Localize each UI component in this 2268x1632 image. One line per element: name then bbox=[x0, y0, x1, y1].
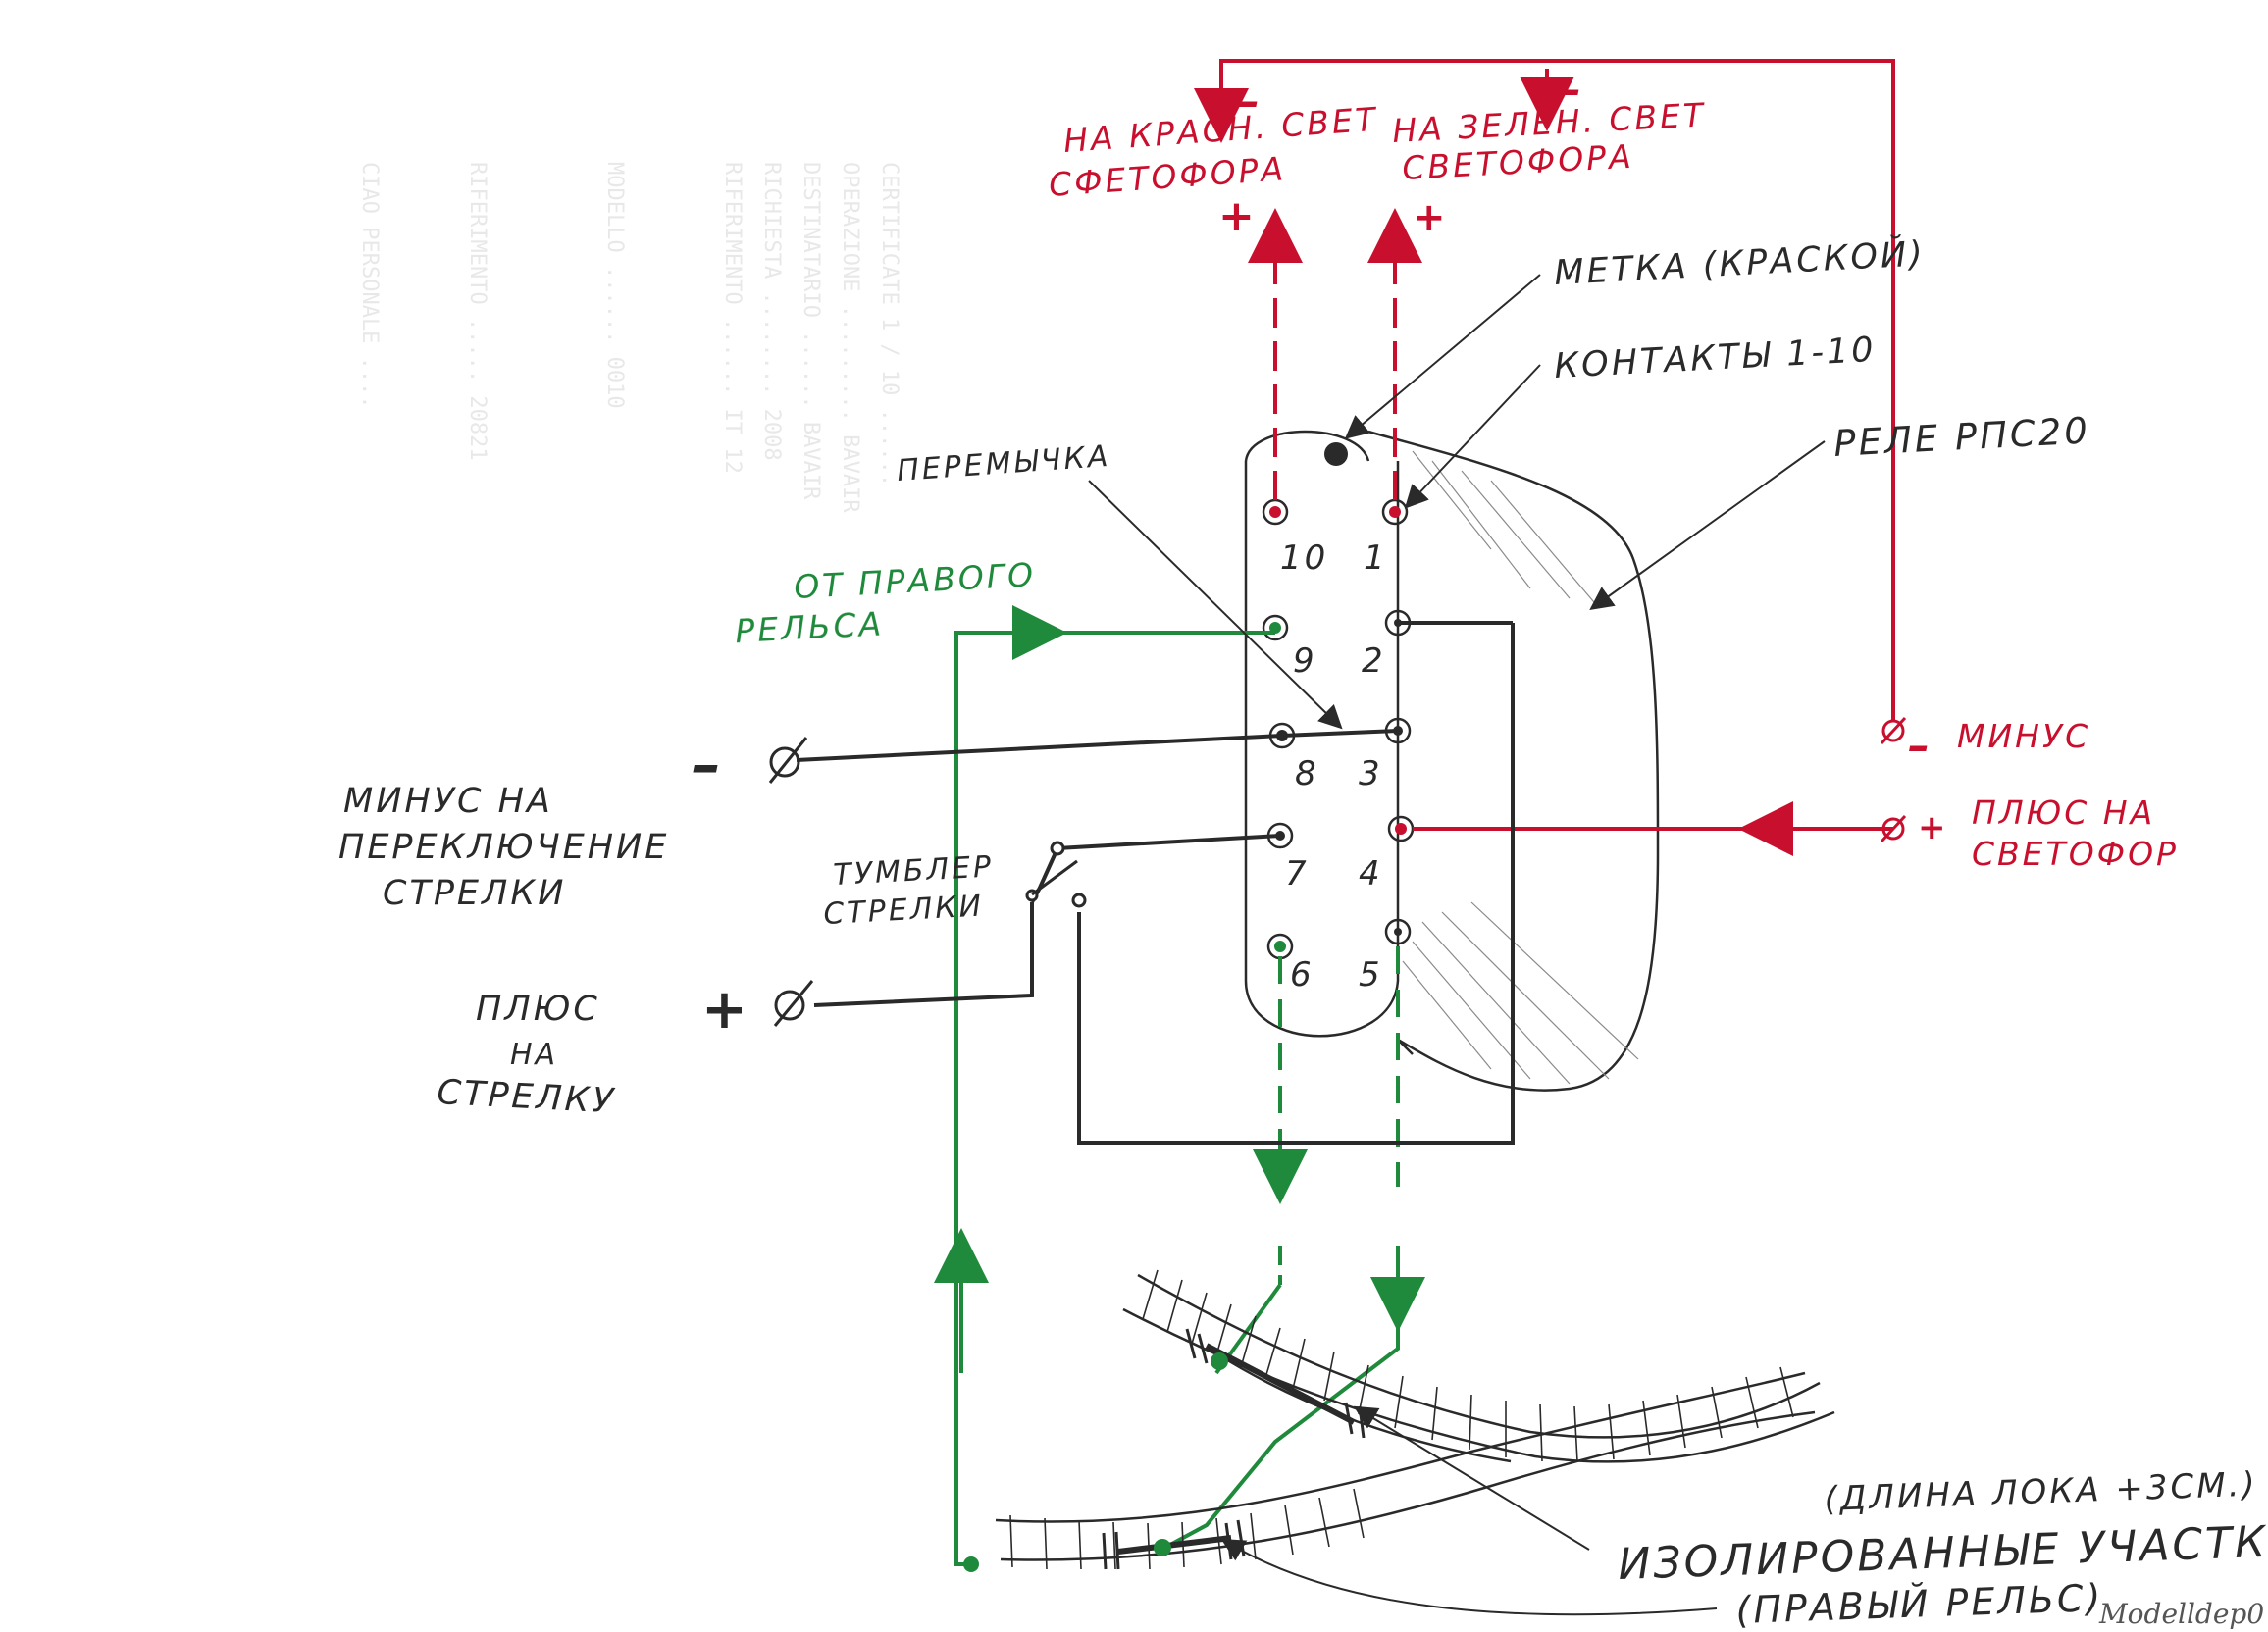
contact-terminals bbox=[1262, 498, 1415, 960]
toggle-label-1: ТУМБЛЕР bbox=[833, 849, 995, 892]
black-wiring bbox=[796, 621, 1515, 1145]
watermark: Modelldep0 bbox=[2098, 1598, 2264, 1630]
from-right-rail-label-1: ОТ ПРАВОГО bbox=[793, 555, 1037, 606]
svg-text:DESTINATARIO ...... BAVAIR: DESTINATARIO ...... BAVAIR bbox=[799, 162, 823, 500]
contact-numbers: 10 1 9 2 8 3 7 4 6 5 bbox=[1280, 538, 1388, 994]
svg-text:RIFERIMENTO ...... IT 12: RIFERIMENTO ...... IT 12 bbox=[720, 162, 745, 474]
red-plus-sign: + bbox=[1218, 191, 1258, 241]
relay-shading bbox=[1402, 450, 1639, 1085]
isolated-label-2: (ПРАВЫЙ РЕЛЬС) bbox=[1735, 1576, 2104, 1632]
red-labels: НА КРАСН. СВЕТ СФЕТОФОРА НА ЗЕЛЕН. СВЕТ … bbox=[1048, 65, 2179, 873]
top-minus-right: – bbox=[1560, 65, 1584, 115]
jumper-link bbox=[1281, 729, 1399, 738]
svg-text:CIAO PERSONALE ....: CIAO PERSONALE .... bbox=[357, 162, 382, 409]
toggle-label-2: СТРЕЛКИ bbox=[823, 889, 985, 932]
red-wiring bbox=[1194, 59, 1895, 856]
contact-number-2: 2 bbox=[1362, 641, 1386, 681]
contact-number-6: 6 bbox=[1290, 955, 1314, 994]
svg-text:OPERAZIONE ......... BAVAIR: OPERAZIONE ......... BAVAIR bbox=[838, 162, 862, 513]
relay-body bbox=[1244, 430, 1660, 1092]
leader-lines bbox=[1220, 274, 1826, 1616]
svg-text:RICHIESTA ........ 2008: RICHIESTA ........ 2008 bbox=[759, 162, 784, 461]
minus-left-sign: – bbox=[692, 731, 724, 799]
jumper-pointer bbox=[1088, 480, 1343, 730]
minus-switch-label-3: СТРЕЛКИ bbox=[383, 874, 566, 913]
plus-right-sign: + bbox=[1918, 808, 1949, 847]
contact-number-7: 7 bbox=[1285, 854, 1310, 893]
green-wiring bbox=[934, 605, 1425, 1566]
svg-text:CERTIFICATE 1 / 10 ......: CERTIFICATE 1 / 10 ...... bbox=[877, 162, 902, 486]
show-through-text: CERTIFICATE 1 / 10 ...... OPERAZIONE ...… bbox=[357, 162, 902, 513]
green-rail-terminal bbox=[963, 1556, 979, 1572]
contact-number-8: 8 bbox=[1295, 754, 1319, 793]
mark-label: МЕТКА (КРАСКОЙ) bbox=[1553, 232, 1927, 293]
plus-switch-label-1: ПЛЮС bbox=[476, 990, 600, 1029]
contact-number-10: 10 bbox=[1280, 538, 1328, 578]
contact-number-1: 1 bbox=[1364, 538, 1388, 578]
contacts-label: КОНТАКТЫ 1-10 bbox=[1553, 331, 1877, 386]
left-terminals bbox=[768, 737, 814, 1027]
paint-mark bbox=[1324, 442, 1348, 466]
relay-label: РЕЛЕ РПС20 bbox=[1832, 409, 2091, 465]
plus-left-sign: + bbox=[701, 978, 750, 1042]
minus-right-label: МИНУС bbox=[1957, 717, 2090, 755]
from-right-rail-label-2: РЕЛЬСА bbox=[734, 604, 885, 650]
minus-switch-label-1: МИНУС НА bbox=[343, 782, 553, 821]
plus-switch-label-3: СТРЕЛКУ bbox=[437, 1073, 617, 1121]
minus-switch-label-2: ПЕРЕКЛЮЧЕНИЕ bbox=[338, 828, 669, 867]
contact-number-4: 4 bbox=[1359, 854, 1383, 893]
contact-number-5: 5 bbox=[1359, 955, 1383, 994]
contact-number-3: 3 bbox=[1359, 754, 1383, 793]
track-feed-points bbox=[1154, 1352, 1228, 1556]
green-labels: ОТ ПРАВОГО РЕЛЬСА bbox=[734, 555, 1037, 650]
plus-signal-label-2: СВЕТОФОР bbox=[1972, 835, 2179, 873]
isolated-length-label: (ДЛИНА ЛОКА +3СМ.) bbox=[1824, 1465, 2258, 1519]
isolated-label-1: ИЗОЛИРОВАННЫЕ УЧАСТКИ bbox=[1618, 1516, 2268, 1590]
red-terminals bbox=[1880, 716, 1907, 843]
plus-switch-label-2: НА bbox=[510, 1038, 558, 1072]
plus-signal-label-1: ПЛЮС НА bbox=[1972, 793, 2155, 832]
top-minus-left: – bbox=[1238, 76, 1263, 127]
svg-text:MODELLO ...... 0010: MODELLO ...... 0010 bbox=[602, 162, 627, 409]
svg-text:RIFERIMENTO ..... 20821: RIFERIMENTO ..... 20821 bbox=[465, 162, 490, 461]
contact-number-9: 9 bbox=[1293, 641, 1317, 681]
green-plus-sign: + bbox=[1413, 195, 1449, 240]
minus-right-sign: – bbox=[1908, 721, 1933, 771]
track-turnout bbox=[995, 1269, 1835, 1570]
toggle-switch bbox=[1025, 841, 1087, 908]
jumper-label: ПЕРЕМЫЧКА bbox=[896, 439, 1111, 488]
